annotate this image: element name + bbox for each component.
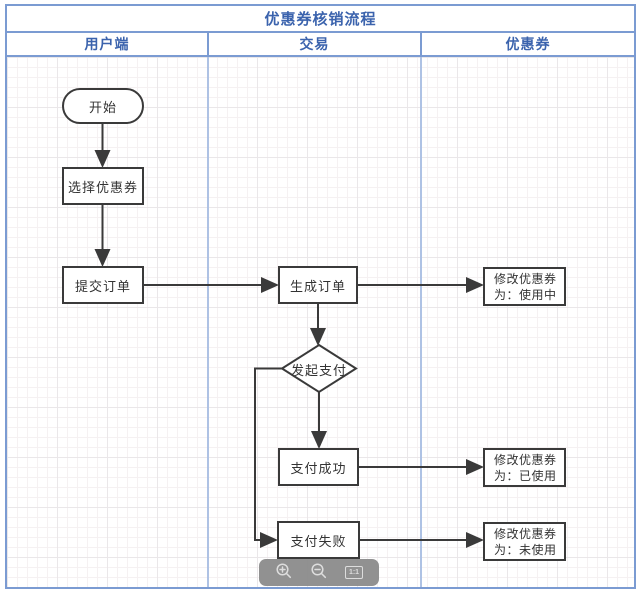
flow-node-initiate-payment: 发起支付 — [290, 362, 347, 378]
flowchart-frame: 优惠券核销流程 用户端 交易 优惠券 — [5, 4, 636, 589]
diagram-title-text: 优惠券核销流程 — [264, 11, 377, 28]
decision-diamond-shape — [280, 343, 358, 394]
zoom-out-icon — [310, 562, 328, 583]
flow-node-start: 开始 — [62, 88, 144, 124]
zoom-in-icon — [275, 562, 293, 583]
flow-node-submit-order: 提交订单 — [62, 266, 144, 304]
flow-node-select-coupon: 选择优惠券 — [62, 167, 144, 205]
zoom-out-button[interactable] — [309, 563, 329, 583]
flowchart-canvas: 开始 选择优惠券 提交订单 生成订单 发起支付 支付成功 支付失败 修改优惠券 — [7, 57, 634, 587]
lane-header-coupon: 优惠券 — [505, 36, 551, 52]
actual-size-button[interactable]: 1:1 — [344, 563, 364, 583]
zoom-in-button[interactable] — [274, 563, 294, 583]
lane-header-row: 用户端 交易 优惠券 — [7, 33, 634, 57]
lane-header-transaction: 交易 — [209, 33, 422, 55]
lane-header-user: 用户端 — [7, 33, 209, 55]
flow-node-payment-failure: 支付失败 — [277, 521, 360, 559]
connector-layer — [94, 124, 484, 548]
flow-node-coupon-used: 修改优惠券 为：已使用 — [483, 448, 566, 487]
flow-node-coupon-unused: 修改优惠券 为：未使用 — [483, 522, 566, 561]
diagram-title: 优惠券核销流程 — [7, 6, 634, 33]
zoom-toolbar: 1:1 — [259, 559, 379, 586]
lane-divider — [420, 57, 422, 587]
flow-node-payment-success: 支付成功 — [278, 448, 359, 486]
actual-size-icon: 1:1 — [345, 566, 363, 579]
flow-node-coupon-in-use: 修改优惠券 为：使用中 — [483, 267, 566, 306]
lane-divider — [207, 57, 209, 587]
flow-node-create-order: 生成订单 — [278, 266, 358, 304]
